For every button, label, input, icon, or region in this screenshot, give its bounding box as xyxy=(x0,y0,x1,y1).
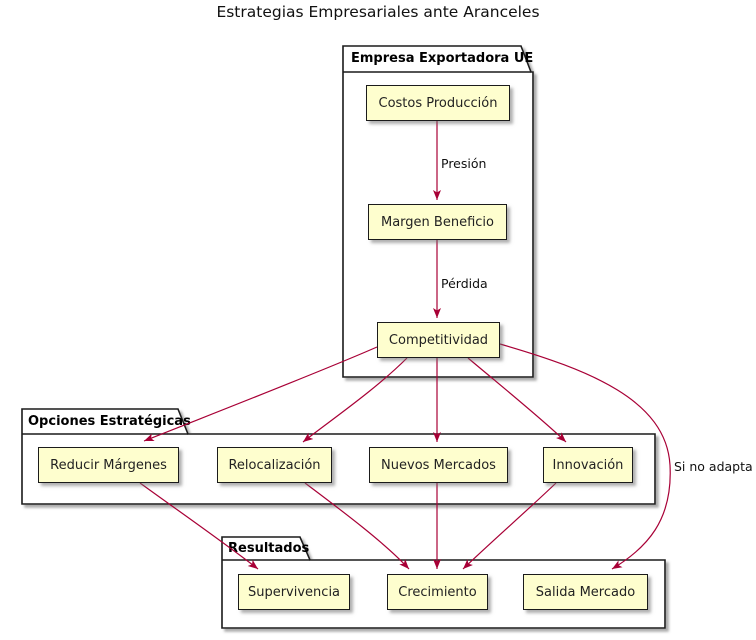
node-crecimiento: Crecimiento xyxy=(387,574,488,610)
edge-competitividad-innovacion xyxy=(467,357,567,443)
edge-competitividad-salida xyxy=(499,343,671,570)
node-competitividad: Competitividad xyxy=(377,322,500,358)
package-resultados-title: Resultados xyxy=(228,541,310,556)
edge-competitividad-relocalizacion xyxy=(302,357,408,443)
node-nuevos-mercados: Nuevos Mercados xyxy=(369,447,508,483)
node-supervivencia: Supervivencia xyxy=(238,574,350,610)
edge-relocalizacion-crecimiento xyxy=(304,482,410,570)
edge-competitividad-reducir xyxy=(143,346,378,442)
node-relocalizacion: Relocalización xyxy=(217,447,332,483)
edge-reducir-supervivencia xyxy=(139,482,259,570)
node-costos-produccion: Costos Producción xyxy=(366,85,510,121)
package-opciones-title: Opciones Estratégicas xyxy=(28,414,191,429)
edge-innovacion-crecimiento xyxy=(462,482,557,570)
edge-label-si-no-adapta: Si no adapta xyxy=(674,459,753,474)
node-salida-mercado: Salida Mercado xyxy=(523,574,648,610)
diagram-title: Estrategias Empresariales ante Aranceles xyxy=(216,3,540,21)
node-margen-beneficio: Margen Beneficio xyxy=(368,204,507,240)
edge-label-presion: Presión xyxy=(441,156,487,171)
node-innovacion: Innovación xyxy=(543,447,633,483)
package-empresa-title: Empresa Exportadora UE xyxy=(351,51,534,66)
node-reducir-margenes: Reducir Márgenes xyxy=(38,447,179,483)
edge-label-perdida: Pérdida xyxy=(441,276,488,291)
